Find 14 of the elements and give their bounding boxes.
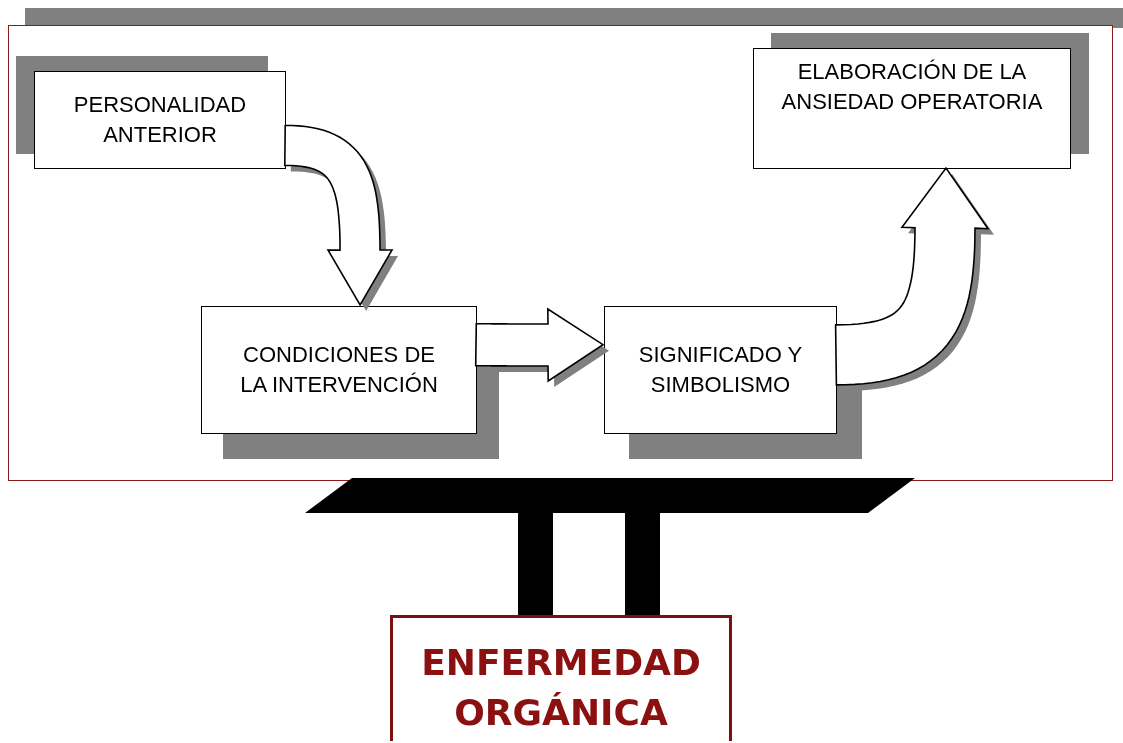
box-title: ENFERMEDAD ORGÁNICA: [421, 640, 701, 735]
process-box: [34, 71, 286, 169]
frame-panel: [8, 25, 1113, 481]
process-box: [604, 306, 837, 434]
box-label: SIGNIFICADO Y SIMBOLISMO: [637, 341, 804, 399]
box-label: CONDICIONES DE LA INTERVENCIÓN: [239, 341, 439, 399]
process-box: [201, 306, 477, 434]
block-arrow: [474, 307, 609, 387]
block-arrow: [834, 166, 994, 391]
block-arrow: [284, 124, 398, 311]
box-label: PERSONALIDAD ANTERIOR: [72, 91, 248, 149]
box-label: ELABORACIÓN DE LA ANSIEDAD OPERATORIA: [780, 58, 1044, 116]
disease-box: [390, 615, 732, 741]
process-box: [753, 48, 1071, 169]
